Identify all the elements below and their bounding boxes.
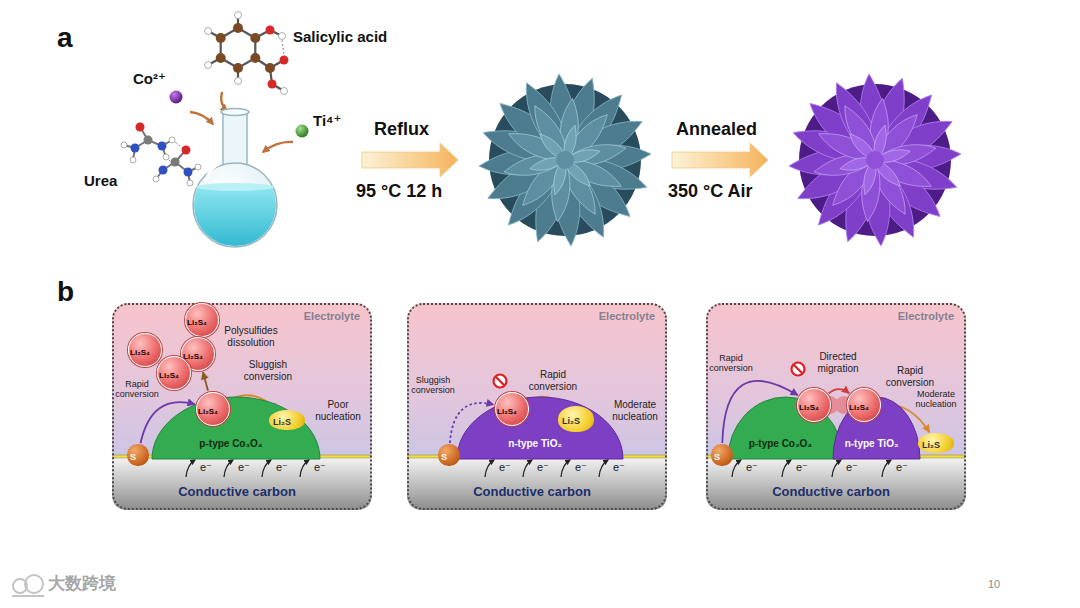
node-label: Conductive carbon — [178, 479, 306, 499]
node-label: Li₂S — [273, 413, 301, 427]
node-label: Li₂S — [922, 436, 950, 450]
annealed-microsphere — [789, 74, 961, 246]
electron-label: e⁻ — [613, 461, 625, 474]
polysulfide-sphere: Li₂S₄ — [185, 303, 220, 338]
conversion-arrow — [829, 389, 849, 393]
flask — [190, 109, 280, 257]
reagent-label: Salicylic acid — [293, 28, 387, 45]
panel-backgrounds — [112, 303, 966, 510]
urea-molecules — [121, 123, 201, 187]
panel-letter: a — [57, 22, 73, 54]
process-note: Sluggish conversion — [409, 375, 457, 396]
node-label: Li₂S₄ — [183, 348, 213, 361]
electron-label: e⁻ — [746, 461, 758, 474]
node-label: Li₂S — [562, 412, 590, 426]
conversion-arrow — [203, 372, 208, 391]
condition-label: 350 °C Air — [668, 181, 753, 202]
node-label: Li₂S₄ — [198, 403, 228, 416]
node-label: S — [130, 448, 146, 462]
dome-outline — [457, 397, 623, 459]
ion-label: Ti⁴⁺ — [313, 112, 341, 129]
process-note: Rapid conversion — [708, 353, 754, 374]
sulfur-particle: S — [711, 444, 732, 465]
node-label: S — [714, 448, 730, 462]
node-label: Conductive carbon — [772, 479, 900, 499]
polysulfide-sphere: Li₂S₄ — [128, 333, 163, 368]
sulfur-particle: S — [127, 444, 148, 465]
process-note: Polysulfides dissolution — [220, 325, 282, 348]
condition-label: 95 °C 12 h — [356, 181, 442, 202]
page-number: 10 — [988, 578, 1000, 591]
node-label: p-type Co₃O₄ — [199, 433, 272, 449]
node-label: Li₂S₄ — [159, 367, 189, 380]
node-label: Electrolyte — [409, 305, 665, 322]
process-note: Moderate nucleation — [607, 399, 663, 422]
process-note: Rapid conversion — [525, 369, 581, 392]
dome-fill — [457, 397, 623, 459]
watermark: 大数跨境 — [48, 574, 116, 594]
process-note: Rapid conversion — [114, 379, 160, 400]
node-label: Electrolyte — [114, 305, 370, 322]
salicylic-acid-molecule — [205, 12, 289, 95]
watermark-logo — [12, 575, 44, 596]
node-label: Li₂S₄ — [130, 344, 160, 357]
electron-label: e⁻ — [276, 461, 288, 474]
li2s-deposit: Li₂S — [918, 433, 954, 453]
node-label: S — [441, 448, 457, 462]
condition-label: Reflux — [374, 119, 429, 140]
electron-label: e⁻ — [846, 461, 858, 474]
process-arrow — [672, 143, 768, 177]
electron-label: e⁻ — [896, 461, 908, 474]
process-note: Directed migration — [809, 351, 867, 374]
precursor-microsphere — [479, 74, 651, 246]
electron-label: e⁻ — [796, 461, 808, 474]
electron-label: e⁻ — [537, 461, 549, 474]
process-note: Moderate nucleation — [910, 389, 962, 410]
dome-fill — [833, 397, 920, 459]
reagent-label: Urea — [84, 172, 117, 189]
li2s-deposit: Li₂S — [558, 406, 594, 432]
node-label: Li₂S₄ — [849, 399, 879, 412]
electron-label: e⁻ — [314, 461, 326, 474]
process-note: Poor nucleation — [312, 399, 364, 422]
electron-label: e⁻ — [200, 461, 212, 474]
electron-label: e⁻ — [238, 461, 250, 474]
node-label: Electrolyte — [708, 305, 964, 322]
panel-letter: b — [57, 276, 74, 308]
cobalt-ion — [170, 91, 183, 104]
node-label: Li₂S₄ — [799, 399, 829, 412]
node-label: n-type TiO₂ — [845, 433, 909, 449]
process-note: Rapid conversion — [882, 365, 938, 388]
electron-arrows — [186, 460, 891, 477]
dome-fill — [152, 397, 320, 459]
electron-label: e⁻ — [575, 461, 587, 474]
titanium-ion — [296, 125, 309, 138]
process-note: Sluggish conversion — [240, 359, 296, 382]
node-label: Li₂S₄ — [187, 314, 217, 327]
condition-label: Annealed — [676, 119, 757, 140]
electron-label: e⁻ — [499, 461, 511, 474]
polysulfide-sphere: Li₂S₄ — [157, 356, 192, 391]
catalyst-dome: n-type TiO₂ — [457, 397, 623, 459]
node-label: Conductive carbon — [473, 479, 601, 499]
node-label: n-type TiO₂ — [508, 433, 572, 449]
node-label: p-type Co₃O₄ — [749, 433, 822, 449]
process-arrow — [362, 143, 458, 177]
li2s-deposit: Li₂S — [269, 410, 305, 430]
sulfur-particle: S — [438, 444, 459, 465]
dome-fill — [728, 397, 843, 459]
node-label: Li₂S₄ — [497, 403, 527, 416]
ion-label: Co²⁺ — [133, 70, 166, 87]
